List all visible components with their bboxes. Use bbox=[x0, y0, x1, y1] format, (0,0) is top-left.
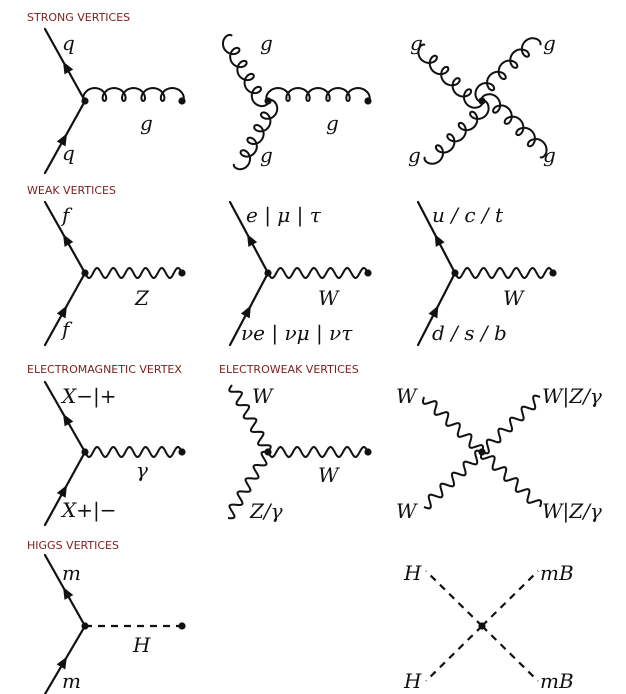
label-gluon-bl: g bbox=[408, 143, 421, 167]
label-higgs: H bbox=[132, 633, 151, 657]
vertex-photon bbox=[81, 448, 89, 456]
massb-leg-br bbox=[481, 625, 539, 682]
gluon-end-dot bbox=[178, 97, 186, 105]
zgamma-leg-bottom bbox=[227, 450, 269, 520]
section-electromagnetic: ELECTROMAGNETIC VERTEX bbox=[27, 363, 182, 376]
up-quark-out-arrow bbox=[434, 233, 445, 247]
higgs-leg-bl bbox=[425, 625, 483, 682]
fermion-in-arrow bbox=[56, 305, 67, 319]
ew4-leg-bl bbox=[423, 449, 483, 510]
label-gluon: g bbox=[140, 111, 153, 135]
higgs-leg-tl bbox=[425, 570, 483, 627]
label-x-bottom: X+|− bbox=[60, 498, 117, 523]
label-ew4-tr: W|Z/γ bbox=[542, 384, 602, 409]
label-gluon-bottom: g bbox=[260, 143, 273, 167]
vertex-quark-w bbox=[451, 269, 459, 277]
higgs-end-dot bbox=[178, 622, 186, 630]
vertex-ew4 bbox=[478, 448, 486, 456]
label-ew-w-top: W bbox=[252, 384, 274, 408]
w-right-end-dot bbox=[364, 448, 372, 456]
vertex-higgs4 bbox=[478, 622, 486, 630]
section-higgs: HIGGS VERTICES bbox=[27, 539, 119, 552]
down-quark-in-arrow bbox=[428, 305, 439, 319]
vertex-ww-zgamma bbox=[264, 448, 272, 456]
label-gluon-tr: g bbox=[543, 31, 556, 55]
label-neutrinos: νe | νμ | ντ bbox=[241, 321, 353, 346]
label-leptons: e | μ | τ bbox=[246, 203, 322, 228]
label-ew4-br: W|Z/γ bbox=[542, 499, 602, 524]
photon-propagator bbox=[84, 445, 183, 459]
section-electroweak: ELECTROWEAK VERTICES bbox=[219, 363, 359, 376]
gluon-leg-right bbox=[265, 86, 371, 103]
gluon-leg-bottom bbox=[232, 98, 279, 171]
gluon-leg-br bbox=[480, 93, 548, 159]
vertex-qqg bbox=[81, 97, 89, 105]
label-w-boson-quark: W bbox=[503, 286, 525, 310]
label-x-top: X−|+ bbox=[60, 384, 117, 409]
quark-out-arrow bbox=[63, 61, 74, 75]
label-fermion-bottom: f bbox=[60, 317, 73, 341]
gluon-propagator bbox=[82, 86, 185, 103]
quark-in-arrow bbox=[56, 133, 67, 147]
label-gluon-right: g bbox=[326, 111, 339, 135]
label-higgs-tl: H bbox=[403, 561, 422, 585]
label-massb-br: mB bbox=[540, 669, 574, 693]
section-strong: STRONG VERTICES bbox=[27, 11, 130, 24]
section-weak: WEAK VERTICES bbox=[27, 184, 116, 197]
charged-in-arrow bbox=[56, 484, 67, 498]
label-gluon-tl: g bbox=[410, 31, 423, 55]
massive-out-arrow bbox=[63, 586, 74, 600]
label-ew-z-gamma: Z/γ bbox=[249, 499, 283, 523]
gluon-leg-tr bbox=[474, 37, 542, 103]
neutrino-in-arrow bbox=[240, 305, 251, 319]
vertex-ggg bbox=[264, 97, 272, 105]
w-leg-right bbox=[267, 445, 369, 459]
w-propagator-quark bbox=[454, 266, 554, 280]
z-end-dot bbox=[178, 269, 186, 277]
label-quark-top: q bbox=[62, 31, 75, 55]
label-down-quarks: d / s / b bbox=[432, 321, 507, 345]
vertex-lepton-w bbox=[264, 269, 272, 277]
label-gluon-top: g bbox=[260, 31, 273, 55]
w-propagator-lepton bbox=[267, 266, 369, 280]
gluon-leg-tl bbox=[417, 43, 484, 109]
charged-out-arrow bbox=[63, 413, 74, 427]
label-quark-bottom: q bbox=[62, 141, 75, 165]
label-gluon-br: g bbox=[543, 143, 556, 167]
label-massb-tr: mB bbox=[540, 561, 574, 585]
vertex-gggg bbox=[478, 97, 486, 105]
vertex-ffz bbox=[81, 269, 89, 277]
label-ew-w-right: W bbox=[318, 463, 340, 487]
label-fermion-top: f bbox=[60, 203, 73, 227]
label-mass-bottom: m bbox=[62, 669, 81, 693]
ew4-leg-br bbox=[480, 451, 542, 508]
label-photon: γ bbox=[136, 458, 148, 482]
w-lepton-end-dot bbox=[364, 269, 372, 277]
ew4-leg-tl bbox=[422, 396, 484, 453]
label-higgs-bl: H bbox=[403, 669, 422, 693]
w-leg-top bbox=[228, 384, 272, 453]
massb-leg-tr bbox=[481, 570, 539, 627]
gluon-leg-bl bbox=[423, 99, 490, 165]
label-z-boson: Z bbox=[134, 286, 150, 310]
label-ew4-tl: W bbox=[396, 384, 418, 408]
photon-end-dot bbox=[178, 448, 186, 456]
ew4-leg-tr bbox=[481, 394, 541, 455]
fermion-out-arrow bbox=[63, 233, 74, 247]
vertex-higgs-fermion bbox=[81, 622, 89, 630]
gluon-leg-top bbox=[222, 33, 270, 108]
label-up-quarks: u / c / t bbox=[432, 203, 504, 227]
massive-in-arrow bbox=[56, 656, 67, 670]
lepton-out-arrow bbox=[247, 233, 258, 247]
label-ew4-bl: W bbox=[396, 499, 418, 523]
gluon-right-dot bbox=[364, 97, 372, 105]
z-propagator bbox=[84, 266, 183, 280]
w-quark-end-dot bbox=[549, 269, 557, 277]
label-w-boson-lepton: W bbox=[318, 286, 340, 310]
label-mass-top: m bbox=[62, 561, 81, 585]
